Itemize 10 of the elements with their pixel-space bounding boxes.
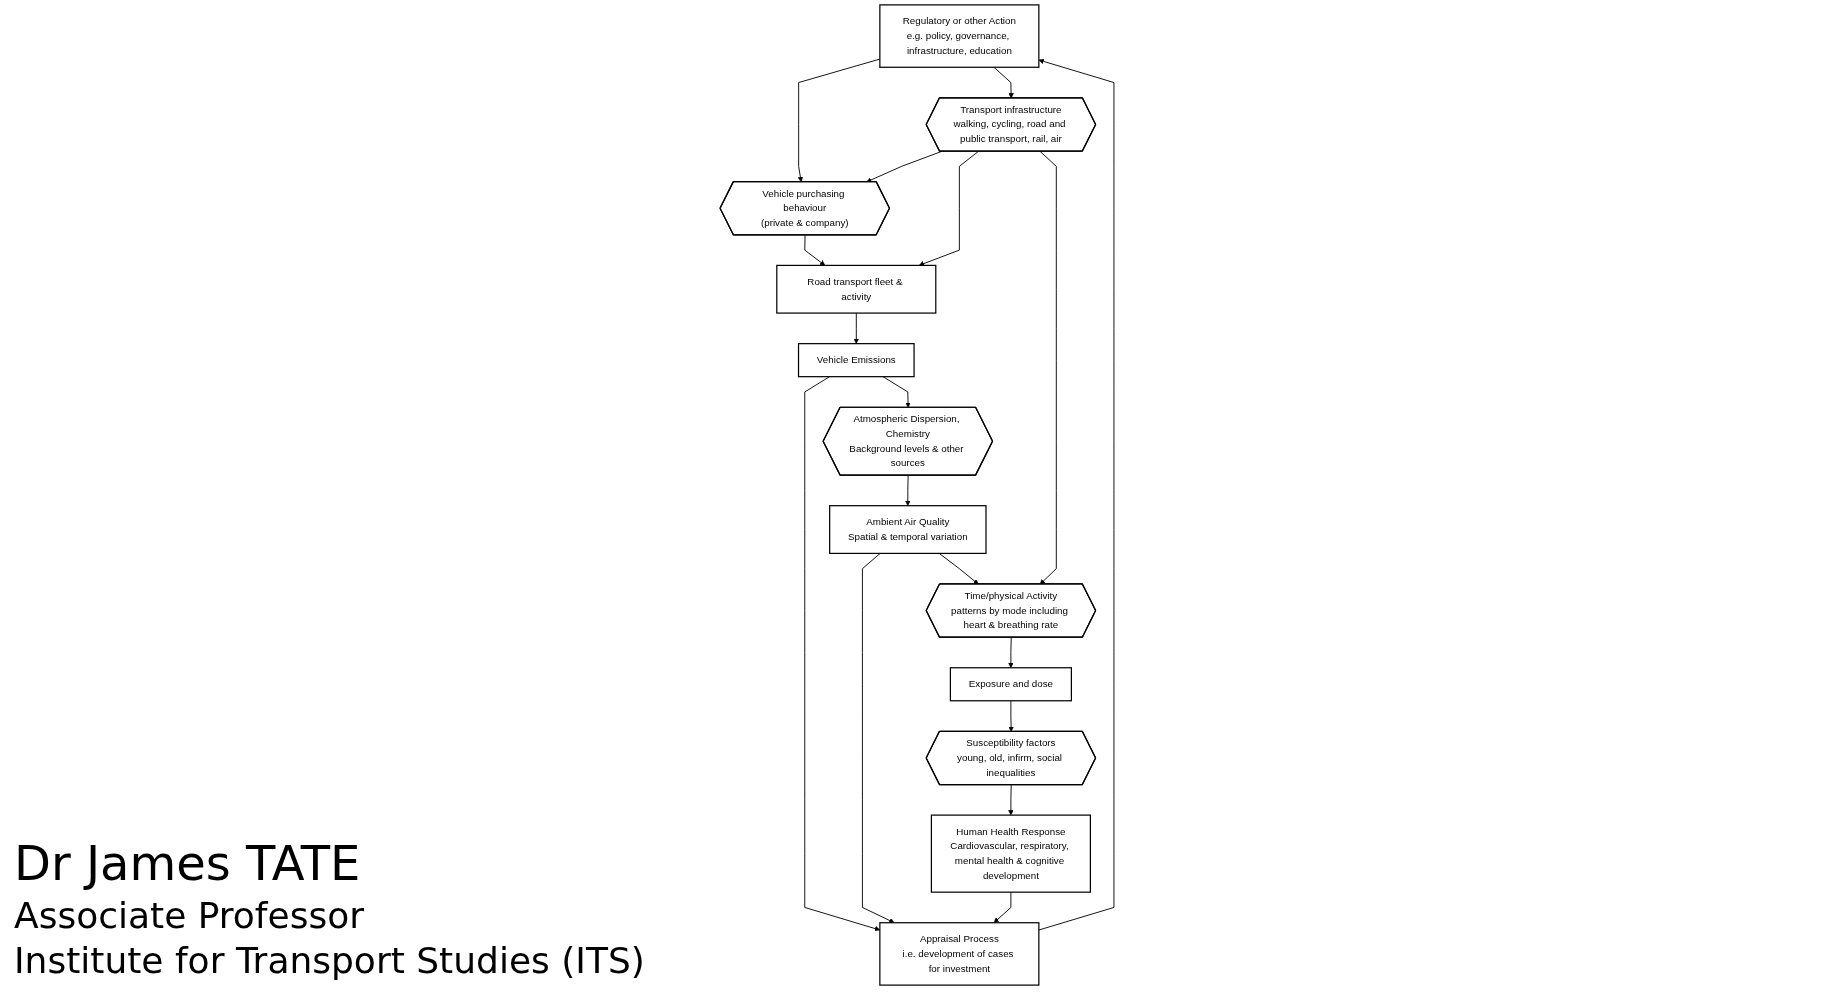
node-box: Ambient Air Quality Spatial & temporal variation [829, 505, 987, 554]
node-box: Appraisal Process i.e. development of cases for investment [879, 922, 1040, 986]
author-affiliation: Associate Professor [14, 894, 364, 938]
author-affiliation: Institute for Transport Studies (ITS) [14, 939, 645, 983]
node-box: Human Health Response Cardiovascular, respiratory, mental health & cognitive development [930, 814, 1091, 893]
author-name: Dr James TATE [14, 834, 361, 893]
node-box: Vehicle Emissions [797, 343, 915, 378]
node-box: Regulatory or other Action e.g. policy, governance, infrastructure, education [879, 4, 1040, 68]
node-box: Exposure and dose [949, 667, 1072, 702]
node-box: Road transport fleet & activity [776, 264, 937, 314]
